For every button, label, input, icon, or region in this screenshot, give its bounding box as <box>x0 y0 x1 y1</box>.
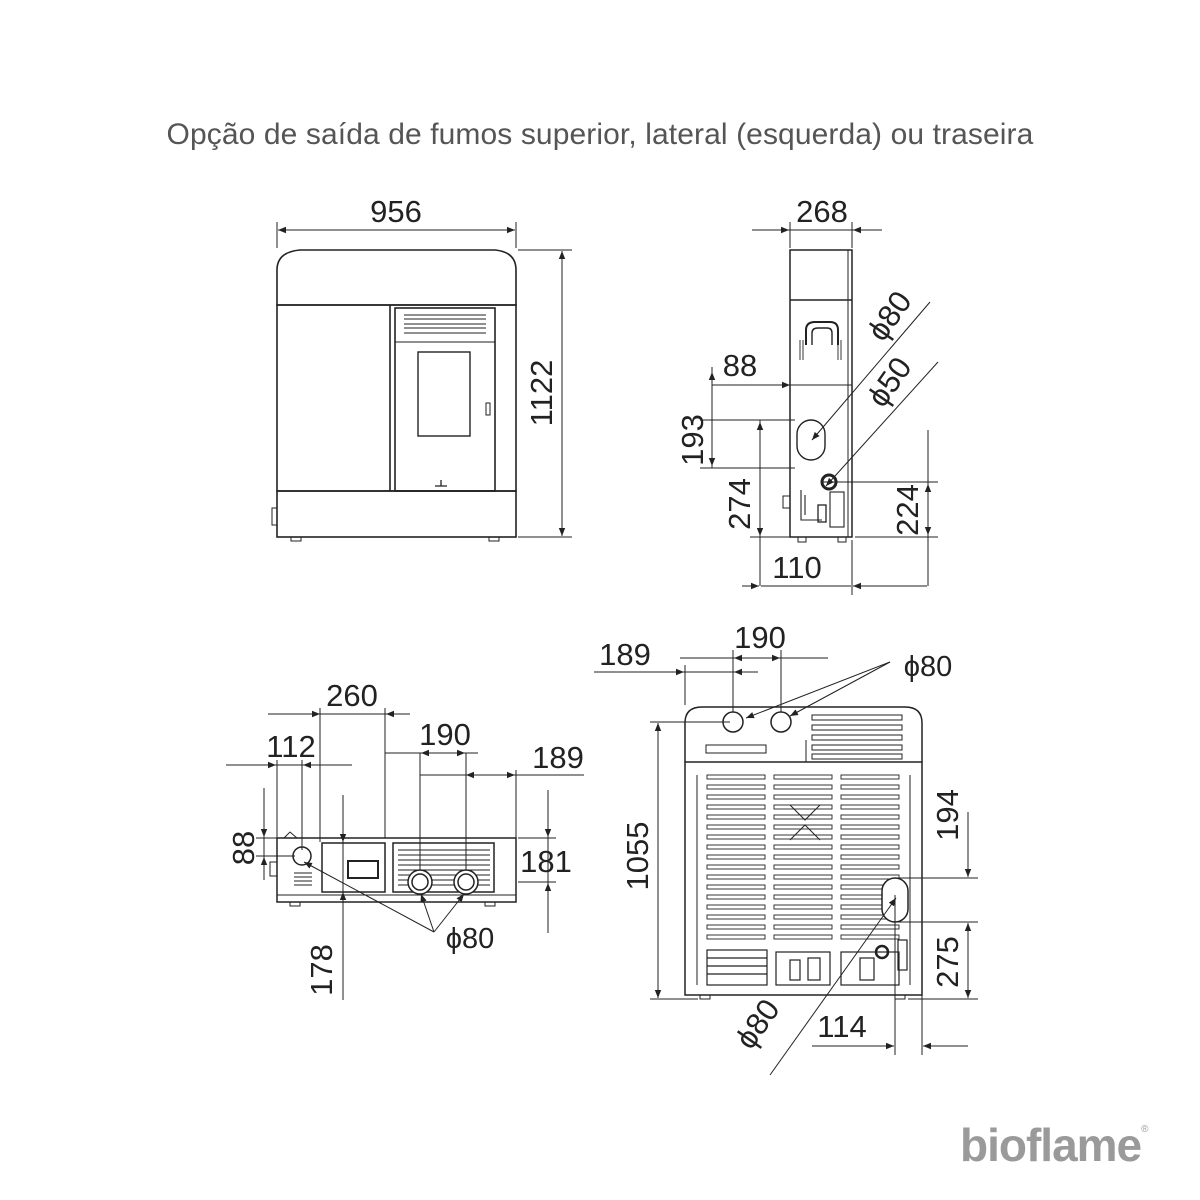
rear-view <box>684 706 923 1000</box>
side-pipe-80-label: ϕ80 <box>860 285 918 348</box>
front-dim-lines <box>276 222 572 538</box>
rear-275-label: 275 <box>930 936 965 988</box>
rear-pipe-top-label: ϕ80 <box>904 651 953 683</box>
rear-189-label: 189 <box>599 637 651 672</box>
top-112-label: 112 <box>266 729 315 764</box>
side-depth-label: 268 <box>796 194 848 229</box>
side-193-label: 193 <box>675 414 710 466</box>
side-dim-lines <box>700 222 939 595</box>
side-88-label: 88 <box>723 348 757 383</box>
side-110-label: 110 <box>772 550 821 585</box>
side-274-label: 274 <box>722 478 757 530</box>
top-dim-lines <box>226 708 584 1000</box>
side-view <box>782 249 853 543</box>
diagram-caption: Opção de saída de fumos superior, latera… <box>166 118 1034 151</box>
front-height-label: 1122 <box>524 360 559 427</box>
rear-114-label: 114 <box>817 1009 866 1044</box>
top-view <box>269 831 517 907</box>
top-181-label: 181 <box>520 844 572 879</box>
rear-194-label: 194 <box>930 789 965 841</box>
rear-vent-slots <box>706 774 900 940</box>
rear-190-label: 190 <box>734 620 786 655</box>
side-224-label: 224 <box>890 484 925 536</box>
front-width-label: 956 <box>370 194 422 229</box>
top-260-label: 260 <box>326 678 378 713</box>
rear-dim-lines <box>594 650 978 1076</box>
top-178-label: 178 <box>304 944 339 996</box>
top-189-label: 189 <box>532 740 584 775</box>
top-190-label: 190 <box>419 717 471 752</box>
front-view <box>271 249 517 542</box>
side-pipe-50-label: ϕ50 <box>860 351 918 414</box>
rear-pipe-bottom-label: ϕ80 <box>728 993 786 1056</box>
top-pipe-label: ϕ80 <box>446 923 495 955</box>
bioflame-logo: bioflame® <box>960 1119 1149 1171</box>
rear-height-label: 1055 <box>620 822 655 891</box>
top-88-label: 88 <box>226 831 261 865</box>
